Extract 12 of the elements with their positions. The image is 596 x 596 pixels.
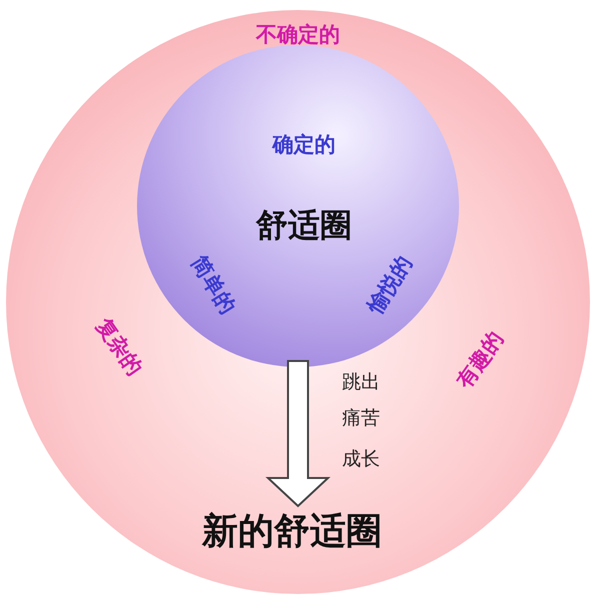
- circle-title: 舒适圈: [256, 209, 352, 241]
- circle-label: 有趣的: [453, 328, 507, 392]
- node-title: 新的舒适圈: [202, 514, 382, 550]
- arrow-note: 跳出: [342, 373, 380, 392]
- arrow-note: 成长: [342, 450, 380, 469]
- circle-label: 愉悦的: [364, 252, 416, 318]
- circle-label: 复杂的: [92, 315, 146, 379]
- circle-label: 不确定的: [256, 24, 340, 46]
- hollow-arrow: [265, 360, 331, 508]
- arrow-note: 痛苦: [342, 409, 380, 428]
- circle-label: 确定的: [272, 134, 336, 156]
- circle-label: 简单的: [187, 252, 239, 318]
